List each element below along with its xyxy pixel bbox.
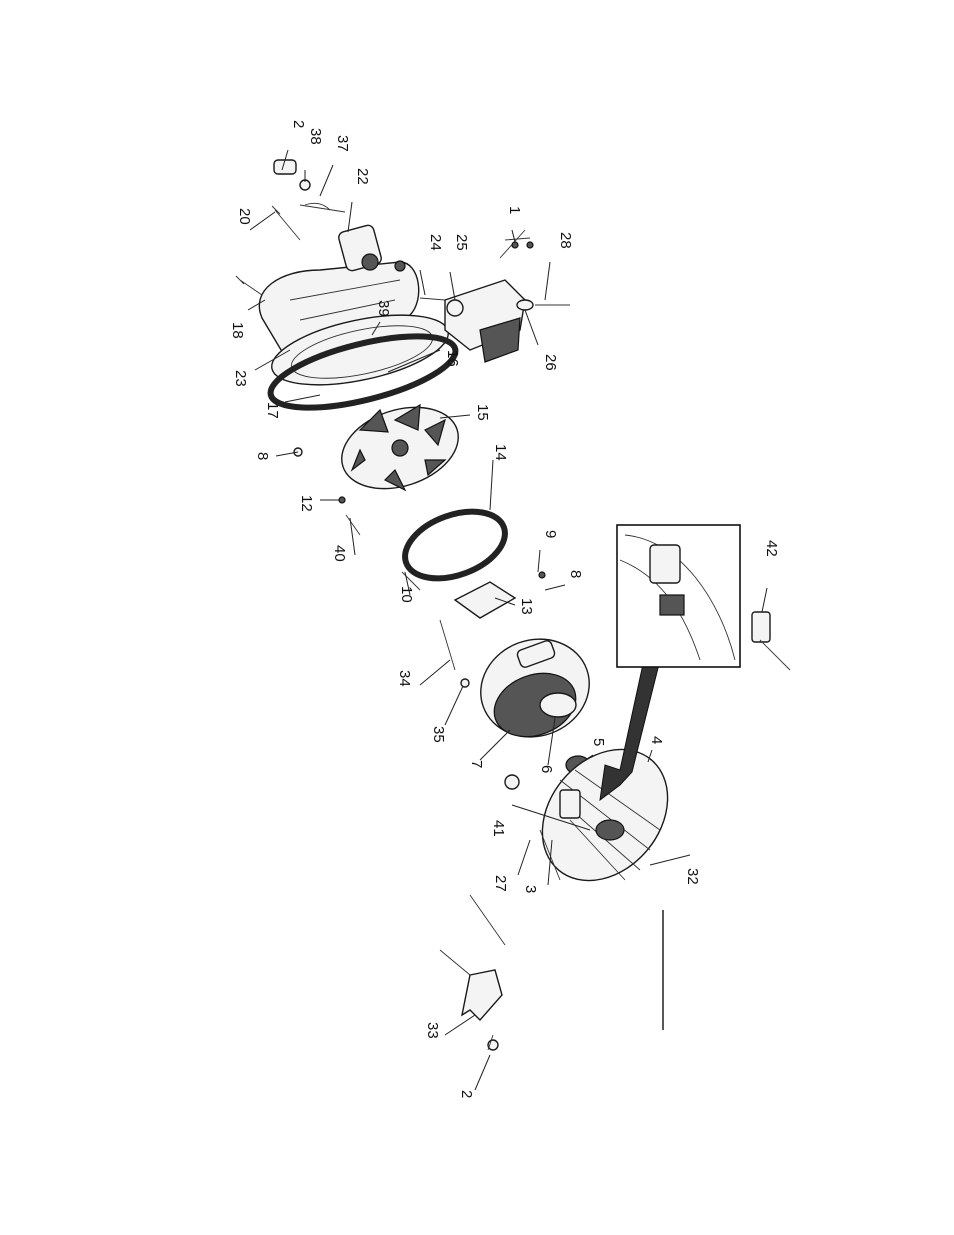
part-label: 8 [567,570,584,578]
part-label: 2 [458,1090,475,1098]
part-label: 42 [763,540,780,557]
part-label: 34 [396,670,413,687]
part-label: 4 [648,736,665,744]
knob-part [274,160,345,212]
part-label: 15 [474,404,491,421]
part-label: 20 [236,208,253,225]
rotor-part [467,624,603,752]
part-label: 22 [354,168,371,185]
part-label: 3 [522,885,539,893]
part-label: 38 [307,128,324,145]
part-label: 2 [290,120,307,128]
part-label: 39 [375,300,392,317]
part-label: 28 [557,232,574,249]
part-label: 17 [264,402,281,419]
part-label: 13 [518,598,535,615]
part-label: 10 [398,586,415,603]
fan-part [331,393,469,502]
part-label: 32 [684,868,701,885]
part-label: 12 [298,495,315,512]
part-label: 24 [427,234,444,251]
part-label: 26 [542,354,559,371]
part-label: 23 [232,370,249,387]
plate-part [455,582,515,618]
part-label: 9 [542,530,559,538]
part-label: 40 [331,545,348,562]
part-label: 25 [453,234,470,251]
part-label: 8 [254,452,271,460]
part-label: 33 [424,1022,441,1039]
part-label: 37 [334,135,351,152]
part-label: 14 [492,444,509,461]
screw-18-part [236,276,262,295]
part-label: 7 [468,760,485,768]
part-label: 18 [229,322,246,339]
part-label: 41 [490,820,507,837]
part-label: 27 [492,875,509,892]
part-label: 35 [430,726,447,743]
screw-20-part [272,206,300,240]
flat-ring-part [396,499,514,591]
lower-bracket-part [440,895,505,1050]
starter-part [337,224,405,272]
part-label: 16 [444,350,461,367]
part-label: 6 [538,765,555,773]
part-label: 1 [506,206,523,214]
part-label: 5 [590,738,607,746]
